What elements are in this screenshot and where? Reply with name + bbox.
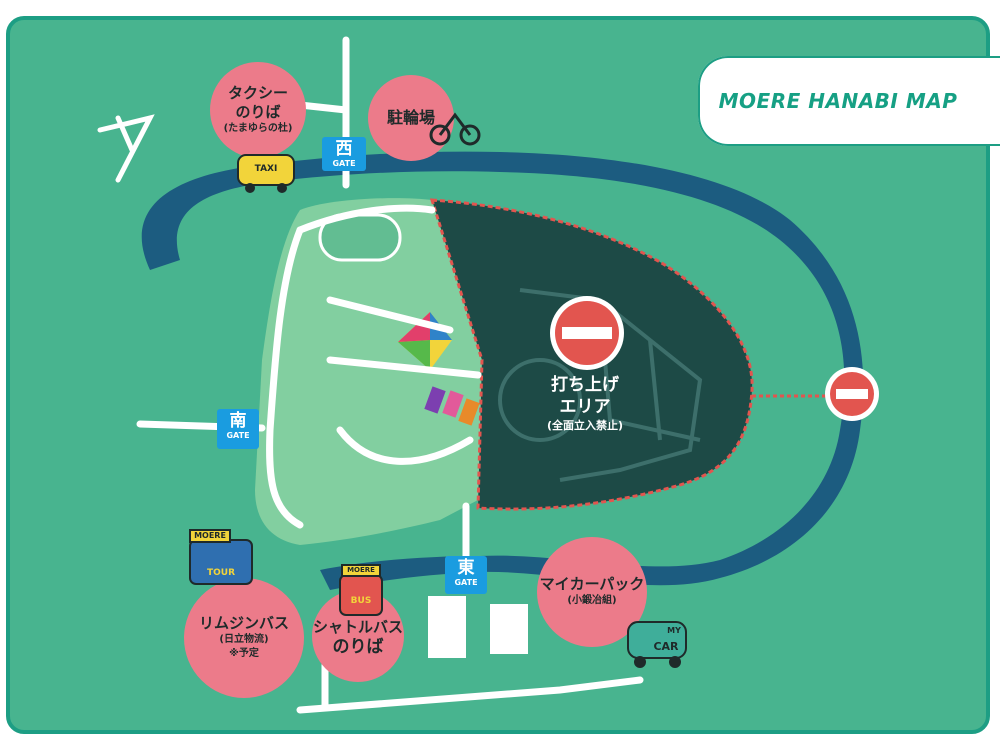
bicycle-bubble-label: 駐輪場 (368, 108, 454, 128)
no-entry-icon-bridge (825, 367, 879, 421)
map-title-card: MOERE HANABI MAP (698, 56, 1000, 146)
car-icon (627, 621, 687, 668)
north-arrow-icon (97, 114, 155, 183)
taxi-bubble-line1: タクシー (227, 84, 288, 102)
east-gate-label: GATE (454, 578, 478, 587)
limousine-bubble[interactable] (184, 578, 304, 698)
shuttle-sign-top: MOERE (347, 566, 375, 574)
parking-bubble-label: マイカーパック (小鍛冶組) (537, 575, 647, 608)
launch-area-line1: 打ち上げ (551, 375, 619, 395)
limousine-bubble-line1: リムジンバス (198, 614, 289, 632)
taxi-icon (237, 154, 295, 193)
west-gate[interactable]: 西 GATE (322, 137, 366, 171)
taxi-bubble-label: タクシー のりば (たまゆらの杜) (210, 84, 306, 136)
shuttle-sign-side: BUS (350, 596, 372, 606)
taxi-bubble-sub: (たまゆらの杜) (223, 123, 293, 134)
south-gate-label: GATE (226, 431, 250, 440)
south-gate[interactable]: 南 GATE (217, 409, 259, 449)
east-gate[interactable]: 東 GATE (445, 556, 487, 594)
tour-bus-sign-top: MOERE (194, 531, 226, 540)
parking-block-2 (490, 604, 528, 654)
no-entry-icon (550, 296, 624, 370)
parking-block (428, 596, 466, 658)
parking-bubble-line1: マイカーパック (539, 575, 645, 593)
color-block-purple (424, 386, 446, 414)
tour-bus-sign-side: TOUR (206, 568, 236, 578)
taxi-bubble[interactable] (210, 62, 306, 158)
launch-area-note: (全面立入禁止) (546, 419, 624, 432)
shuttle-bus-icon (339, 564, 383, 616)
east-gate-kanji: 東 (457, 558, 475, 578)
limousine-bubble-sub: (日立物流) (219, 634, 269, 645)
west-gate-label: GATE (332, 159, 356, 168)
parking-bubble[interactable] (537, 537, 647, 647)
bicycle-icon (429, 112, 481, 146)
launch-area-label: 打ち上げ エリア (全面立入禁止) (520, 374, 650, 434)
shuttle-bubble-label: シャトルバス のりば (310, 618, 406, 657)
west-gate-kanji: 西 (335, 139, 353, 159)
south-gate-kanji: 南 (229, 411, 247, 431)
parking-bubble-sub: (小鍛冶組) (567, 595, 617, 606)
map-title: MOERE HANABI MAP (718, 89, 958, 113)
shuttle-bubble-line1: シャトルバス (312, 618, 403, 636)
color-block-orange (458, 398, 480, 426)
launch-area-line2: エリア (559, 397, 611, 417)
car-sign-side: CAR (653, 640, 679, 653)
limousine-bubble-label: リムジンバス (日立物流) ※予定 (184, 614, 304, 661)
shuttle-bubble-line2: のりば (332, 637, 384, 657)
colorful-pyramid-3 (398, 340, 430, 370)
tour-bus-icon (189, 529, 253, 585)
taxi-sign: TAXI (254, 164, 278, 174)
car-sign-top: MY (667, 626, 681, 635)
bicycle-bubble-line1: 駐輪場 (386, 108, 435, 127)
taxi-bubble-line2: のりば (235, 103, 281, 121)
limousine-bubble-note: ※予定 (229, 648, 259, 659)
color-block-pink (442, 390, 464, 418)
